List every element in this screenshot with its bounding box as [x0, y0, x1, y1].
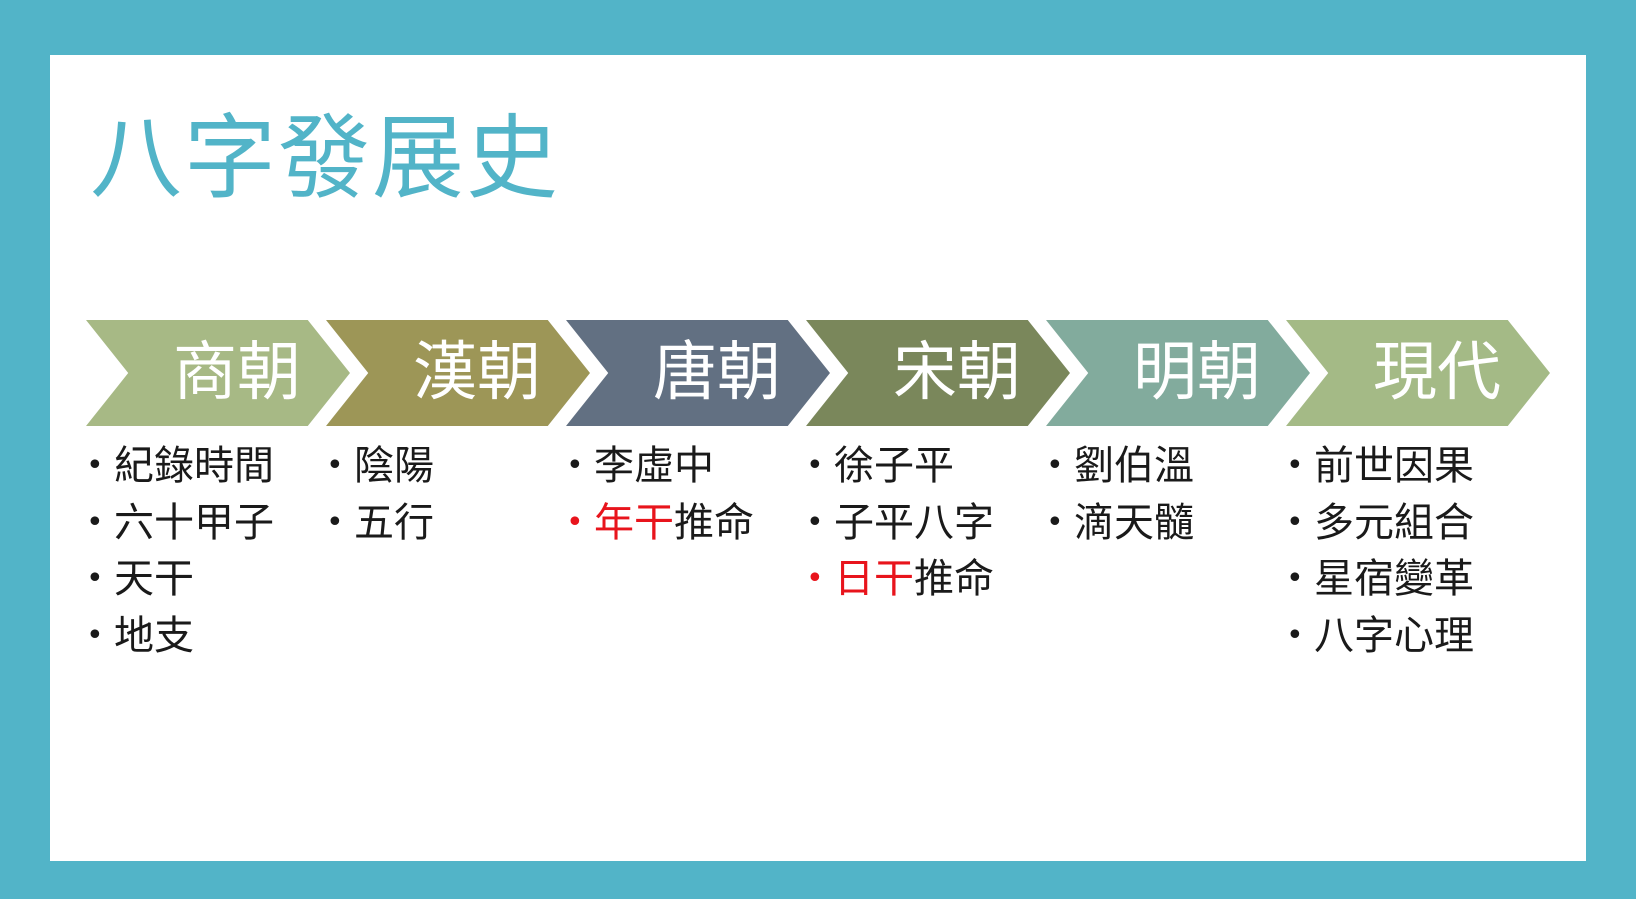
- chevron-stage-4: 宋朝: [806, 320, 1070, 426]
- list-item: • 天干: [86, 551, 311, 608]
- list-item: • 紀錄時間: [86, 438, 311, 495]
- bullet-dot-icon: •: [806, 561, 824, 597]
- list-item: • 六十甲子: [86, 495, 311, 552]
- bullet-dot-icon: •: [566, 448, 584, 484]
- list-item: • 年干推命: [566, 495, 791, 552]
- item-highlight: 年干: [594, 499, 674, 546]
- bullet-dot-icon: •: [326, 504, 344, 540]
- stage-5-list: • 劉伯溫 • 滴天髓: [1046, 438, 1271, 551]
- chevron-label: 商朝: [173, 336, 301, 410]
- chevron-label: 宋朝: [893, 336, 1021, 410]
- stage-3-list: • 李虛中 • 年干推命: [566, 438, 791, 551]
- item-text: 子平八字: [834, 499, 994, 546]
- item-text: 地支: [114, 612, 194, 659]
- chevron-label: 現代: [1373, 336, 1501, 410]
- item-text: 李虛中: [594, 443, 714, 490]
- item-text: 徐子平: [834, 443, 954, 490]
- list-item: • 星宿變革: [1286, 551, 1511, 608]
- bullet-dot-icon: •: [86, 504, 104, 540]
- list-item: • 滴天髓: [1046, 495, 1271, 552]
- item-text: 多元組合: [1314, 499, 1474, 546]
- chevron-stage-5: 明朝: [1046, 320, 1310, 426]
- bullet-dot-icon: •: [86, 448, 104, 484]
- item-text: 推命: [914, 556, 994, 603]
- slide: 八字發展史 商朝 漢朝 唐朝 宋朝 明朝 現代 • 紀錄時間 • 六十甲子 • 天干 …: [50, 55, 1586, 861]
- list-item: • 李虛中: [566, 438, 791, 495]
- chevron-label: 明朝: [1133, 336, 1261, 410]
- item-text: 六十甲子: [114, 499, 274, 546]
- stage-4-list: • 徐子平 • 子平八字 • 日干推命: [806, 438, 1031, 608]
- list-item: • 地支: [86, 608, 311, 665]
- chevron-stage-6: 現代: [1286, 320, 1550, 426]
- bullet-dot-icon: •: [806, 504, 824, 540]
- chevron-label: 漢朝: [413, 336, 541, 410]
- item-text: 天干: [114, 556, 194, 603]
- list-item: • 八字心理: [1286, 608, 1511, 665]
- bullet-dot-icon: •: [1046, 448, 1064, 484]
- bullet-dot-icon: •: [1286, 448, 1304, 484]
- bullet-dot-icon: •: [1286, 504, 1304, 540]
- list-item: • 陰陽: [326, 438, 551, 495]
- list-item: • 多元組合: [1286, 495, 1511, 552]
- slide-title: 八字發展史: [90, 105, 561, 212]
- chevron-stage-3: 唐朝: [566, 320, 830, 426]
- item-text: 前世因果: [1314, 443, 1474, 490]
- bullet-dot-icon: •: [1286, 617, 1304, 653]
- list-item: • 子平八字: [806, 495, 1031, 552]
- list-item: • 前世因果: [1286, 438, 1511, 495]
- stage-6-list: • 前世因果 • 多元組合 • 星宿變革 • 八字心理: [1286, 438, 1511, 664]
- item-text: 八字心理: [1314, 612, 1474, 659]
- item-text: 星宿變革: [1314, 556, 1474, 603]
- item-text: 滴天髓: [1074, 499, 1194, 546]
- bullet-dot-icon: •: [566, 504, 584, 540]
- list-item: • 五行: [326, 495, 551, 552]
- bullet-dot-icon: •: [1046, 504, 1064, 540]
- list-item: • 日干推命: [806, 551, 1031, 608]
- bullet-dot-icon: •: [326, 448, 344, 484]
- chevron-label: 唐朝: [653, 336, 781, 410]
- item-text: 紀錄時間: [114, 443, 274, 490]
- chevron-stage-2: 漢朝: [326, 320, 590, 426]
- bullet-dot-icon: •: [806, 448, 824, 484]
- list-item: • 徐子平: [806, 438, 1031, 495]
- item-text: 劉伯溫: [1074, 443, 1194, 490]
- bullet-dot-icon: •: [1286, 561, 1304, 597]
- stage-2-list: • 陰陽 • 五行: [326, 438, 551, 551]
- bullet-dot-icon: •: [86, 617, 104, 653]
- item-text: 陰陽: [354, 443, 434, 490]
- chevron-stage-1: 商朝: [86, 320, 350, 426]
- bullet-dot-icon: •: [86, 561, 104, 597]
- item-text: 五行: [354, 499, 434, 546]
- list-item: • 劉伯溫: [1046, 438, 1271, 495]
- item-highlight: 日干: [834, 556, 914, 603]
- stage-1-list: • 紀錄時間 • 六十甲子 • 天干 • 地支: [86, 438, 311, 664]
- item-text: 推命: [674, 499, 754, 546]
